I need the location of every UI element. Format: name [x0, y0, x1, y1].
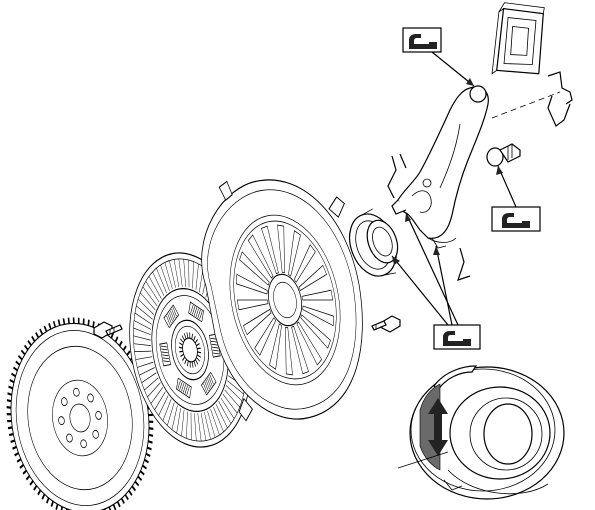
- flywheel-bolt-icon: [93, 321, 123, 339]
- pressure-plate-icon: [201, 179, 363, 422]
- bearing-detail-icon: [409, 365, 565, 500]
- boot-icon: [491, 2, 545, 75]
- release-bearing-icon: [349, 208, 399, 277]
- grease-tube-icon: [409, 34, 437, 49]
- grease-tube-icon: [502, 213, 530, 228]
- double-arrow-icon: [428, 398, 448, 456]
- grease-callout-pivot: [491, 165, 541, 232]
- release-fork-icon: [391, 85, 489, 249]
- grease-callout-bearing: [391, 212, 481, 350]
- grease-tube-icon: [443, 331, 471, 346]
- pivot-bolt-icon: [486, 143, 521, 167]
- grease-callout-fork-tip: [402, 27, 475, 87]
- pressure-plate-bolt-icon: [371, 315, 401, 333]
- spring-clip-icon: [387, 71, 573, 281]
